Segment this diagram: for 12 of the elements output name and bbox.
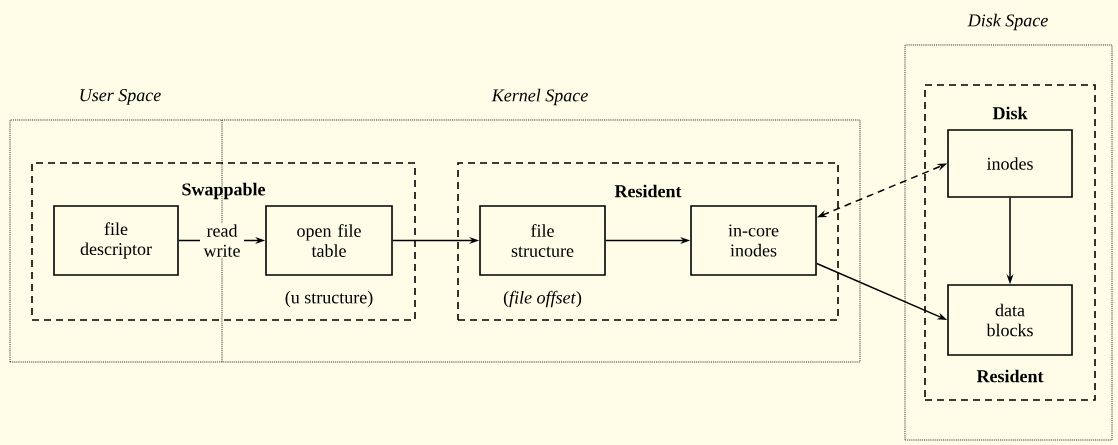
process-box: file descriptor xyxy=(53,205,179,276)
node-label: (u structure) xyxy=(285,290,373,308)
process-box: in-core inodes xyxy=(690,205,817,276)
node-label: (file offset) xyxy=(503,290,582,308)
node-label: Kernel Space xyxy=(491,88,588,106)
edge-label: read write xyxy=(200,223,244,258)
node-label: Disk Space xyxy=(967,13,1048,31)
process-box: inodes xyxy=(947,129,1073,198)
process-box: open file table (u structure) xyxy=(265,205,393,308)
node-label: User Space xyxy=(80,89,161,105)
process-box: file structure (file offset) xyxy=(479,205,606,308)
process-box: data blocks xyxy=(947,284,1073,356)
